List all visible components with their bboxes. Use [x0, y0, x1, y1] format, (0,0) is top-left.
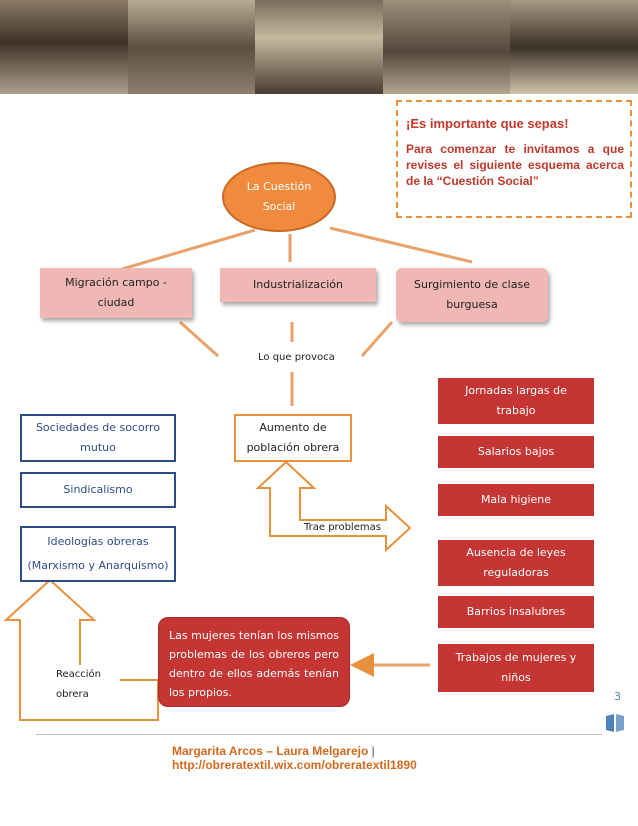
book-icon [606, 714, 624, 732]
cause-migracion: Migración campo - ciudad [40, 268, 192, 318]
connector-burguesa-provoca [360, 321, 394, 357]
cuestion-social-node: La Cuestión Social [222, 162, 336, 232]
response-ideologias: Ideologías obreras (Marxismo y Anarquism… [20, 526, 176, 582]
info-note: ¡Es importante que sepas! Para comenzar … [396, 100, 632, 218]
reaccion-obrera-label: Reacción obrera [50, 665, 120, 705]
connector-center-burguesa [329, 226, 473, 264]
historical-photo-women-sewing [510, 0, 638, 94]
problem-barrios: Barrios insalubres [438, 596, 594, 628]
response-socorro-mutuo: Sociedades de socorro mutuo [20, 414, 176, 462]
footer-separator: | [371, 744, 375, 758]
problem-higiene: Mala higiene [438, 484, 594, 516]
page-number: 3 [614, 690, 621, 703]
mujeres-problemas-box: Las mujeres tenían los mismos problemas … [158, 617, 350, 707]
historical-photo-street [255, 0, 383, 94]
cause-industrializacion: Industrialización [220, 268, 376, 302]
footer-divider [36, 734, 602, 735]
problem-salarios: Salarios bajos [438, 436, 594, 468]
reaccion-line-1: Reacción [56, 669, 102, 680]
reaccion-obrera-arrow [3, 578, 159, 721]
ideologias-subtitle: (Marxismo y Anarquismo) [27, 559, 169, 572]
footer-authors: Margarita Arcos – Laura Melgarejo [172, 744, 369, 758]
note-title: ¡Es importante que sepas! [406, 116, 569, 131]
problem-leyes: Ausencia de leyes reguladoras [438, 540, 594, 586]
cause-burguesa: Surgimiento de clase burguesa [396, 268, 548, 322]
aumento-poblacion-node: Aumento de población obrera [234, 414, 352, 462]
historical-photo-alley [382, 0, 511, 94]
historical-photo-children [127, 0, 256, 94]
connector-center-migracion [104, 228, 256, 276]
reaccion-line-2: obrera [56, 689, 89, 700]
trae-problemas-arrow [255, 460, 412, 553]
note-body: Para comenzar te invitamos a que revises… [406, 142, 624, 188]
trae-problemas-label: Trae problemas [302, 522, 383, 533]
connector-migracion-provoca [178, 320, 220, 358]
historical-photo-factory-workers [0, 0, 128, 94]
header-photo-strip [0, 0, 638, 94]
footer: Margarita Arcos – Laura Melgarejo | http… [172, 744, 612, 772]
footer-url[interactable]: http://obreratextil.wix.com/obreratextil… [172, 758, 417, 772]
response-sindicalismo: Sindicalismo [20, 472, 176, 508]
provoca-label: Lo que provoca [258, 352, 335, 363]
ideologias-title: Ideologías obreras [47, 535, 149, 548]
problem-trabajos-mujeres-ninos: Trabajos de mujeres y niños [438, 644, 594, 692]
problem-jornadas: Jornadas largas de trabajo [438, 378, 594, 424]
